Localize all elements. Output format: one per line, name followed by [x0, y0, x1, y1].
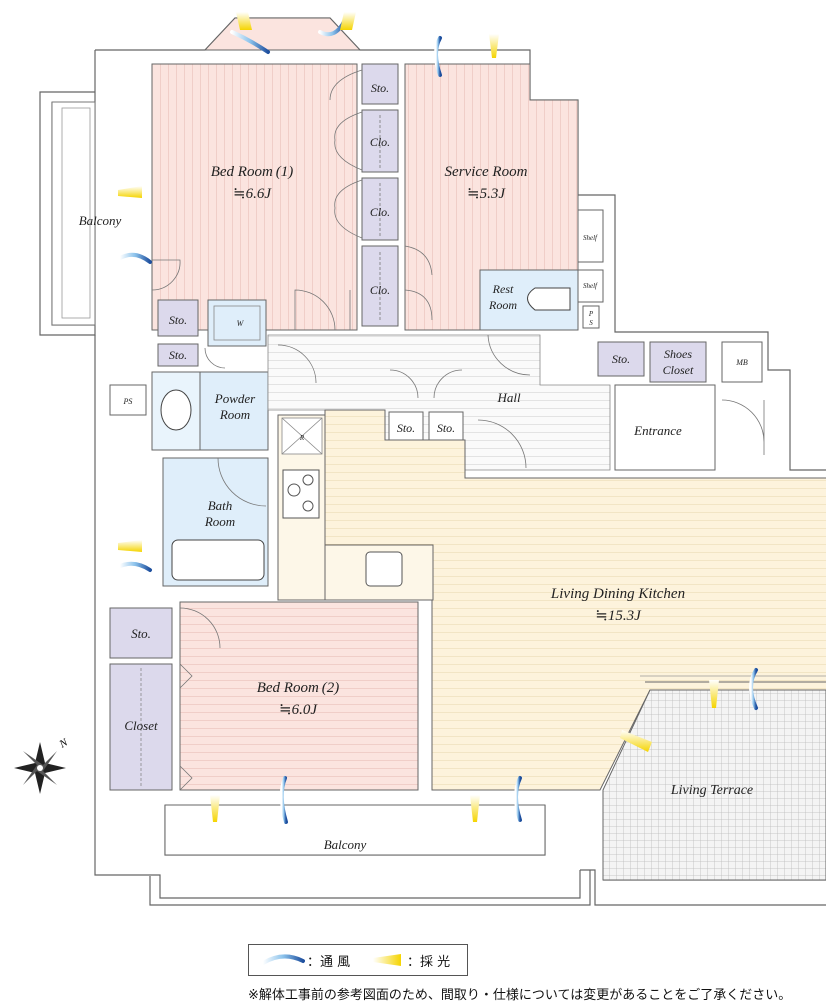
powder-room-label-1: Powder	[214, 391, 256, 406]
rest-room-label-1: Rest	[492, 282, 514, 296]
service-room-label: Service Room	[445, 164, 528, 180]
sto-entrance-label: Sto.	[612, 352, 630, 366]
mb-box	[721, 341, 763, 383]
washer-label: W	[237, 319, 245, 328]
balcony-south-label: Balcony	[324, 837, 367, 852]
sto-left-2-label: Sto.	[169, 348, 187, 362]
entrance-door	[721, 399, 765, 455]
sto-top-label: Sto.	[371, 81, 389, 95]
daylight-legend-label: ：採 光	[407, 955, 451, 970]
legend: ：通 風 ：採 光	[248, 944, 468, 976]
sto-bed2-label: Sto.	[131, 626, 151, 641]
sto-top[interactable]	[361, 63, 399, 105]
fridge-x2	[281, 417, 323, 455]
ps-small-label-2: S	[589, 319, 593, 327]
rest-room-label-2: Room	[488, 298, 517, 312]
washer-inner	[213, 305, 261, 341]
clo-1-label: Clo.	[370, 135, 390, 149]
bed1-door-swings	[151, 259, 351, 331]
bed-room-2-size: ≒6.0J	[279, 702, 318, 718]
rest-room-shelf	[577, 269, 604, 303]
service-room-shelf	[577, 209, 604, 263]
ps-box	[109, 384, 147, 416]
bath-room-label-2: Room	[204, 514, 235, 529]
bath-room-label-1: Bath	[208, 498, 233, 513]
balcony-south-area	[164, 804, 546, 856]
shelf-label-1: Shelf	[583, 234, 598, 242]
toilet-icon	[527, 287, 571, 311]
entrance-label: Entrance	[633, 423, 682, 438]
ldk-size: ≒15.3J	[595, 608, 642, 624]
ventilation-legend-icon	[261, 954, 305, 965]
sto-hall-1-label: Sto.	[397, 421, 415, 435]
shelf-label-2: Shelf	[583, 282, 598, 290]
balcony-west-area	[51, 101, 96, 326]
sto-hall-2-label: Sto.	[437, 421, 455, 435]
bath-door	[217, 457, 267, 507]
compass-north-label: N	[57, 736, 71, 751]
burner-3	[302, 500, 314, 512]
basin-icon	[160, 389, 192, 431]
ldk-label: Living Dining Kitchen	[550, 586, 685, 602]
ventilation-legend-label: ：通 風	[307, 955, 351, 970]
hall-label: Hall	[496, 390, 521, 405]
shoes-closet-label-2: Closet	[663, 363, 694, 377]
sto-hall-1[interactable]	[388, 411, 424, 443]
sto-left-1[interactable]	[157, 299, 199, 337]
burner-1	[287, 483, 301, 497]
ps-small	[582, 305, 600, 329]
sto-hall-2[interactable]	[428, 411, 464, 443]
bay-window	[203, 17, 362, 51]
shoes-closet-label-1: Shoes	[664, 347, 692, 361]
disclaimer-note: ※解体工事前の参考図面のため、間取り・仕様については変更があることをご了承くださ…	[248, 988, 792, 1003]
bed-room-2-label: Bed Room (2)	[257, 680, 340, 696]
stove	[282, 469, 320, 519]
burner-2	[302, 474, 314, 486]
service-room-size: ≒5.3J	[467, 186, 506, 202]
bathtub	[171, 539, 265, 581]
mb-label: MB	[735, 358, 748, 367]
sto-bed2[interactable]	[109, 607, 173, 659]
closet-doors	[329, 69, 433, 321]
balcony-west-rail	[61, 107, 91, 319]
hall-door-swings	[277, 334, 531, 469]
sto-left-1-label: Sto.	[169, 313, 187, 327]
fridge-label: R	[299, 434, 305, 442]
bed-room-1-label: Bed Room (1)	[211, 164, 294, 180]
sink	[365, 551, 403, 587]
bed2-door-swings	[179, 607, 221, 791]
shoes-closet[interactable]	[649, 341, 707, 383]
closet-label: Closet	[124, 718, 158, 733]
bed-room-1-floor	[151, 63, 358, 331]
compass-icon	[14, 742, 66, 794]
powder-room-label-2: Room	[219, 407, 250, 422]
washer-space	[207, 299, 267, 347]
clo-3-label: Clo.	[370, 283, 390, 297]
ps-small-label-1: P	[588, 310, 594, 318]
entrance-floor	[614, 384, 716, 471]
daylight-legend-icon	[373, 954, 401, 966]
living-terrace-label: Living Terrace	[670, 783, 753, 798]
living-terrace-floor	[602, 689, 826, 881]
daylight-markers	[118, 12, 719, 822]
clo-2-label: Clo.	[370, 205, 390, 219]
sto-entrance[interactable]	[597, 341, 645, 377]
bed-room-1-size: ≒6.6J	[233, 186, 272, 202]
ventilation-arrows	[118, 18, 758, 824]
sto-left-2[interactable]	[157, 343, 199, 367]
powder-door	[204, 347, 226, 369]
ps-box-label: PS	[123, 397, 133, 406]
bed-room-2-floor	[179, 601, 419, 791]
balcony-west-label: Balcony	[79, 213, 122, 228]
